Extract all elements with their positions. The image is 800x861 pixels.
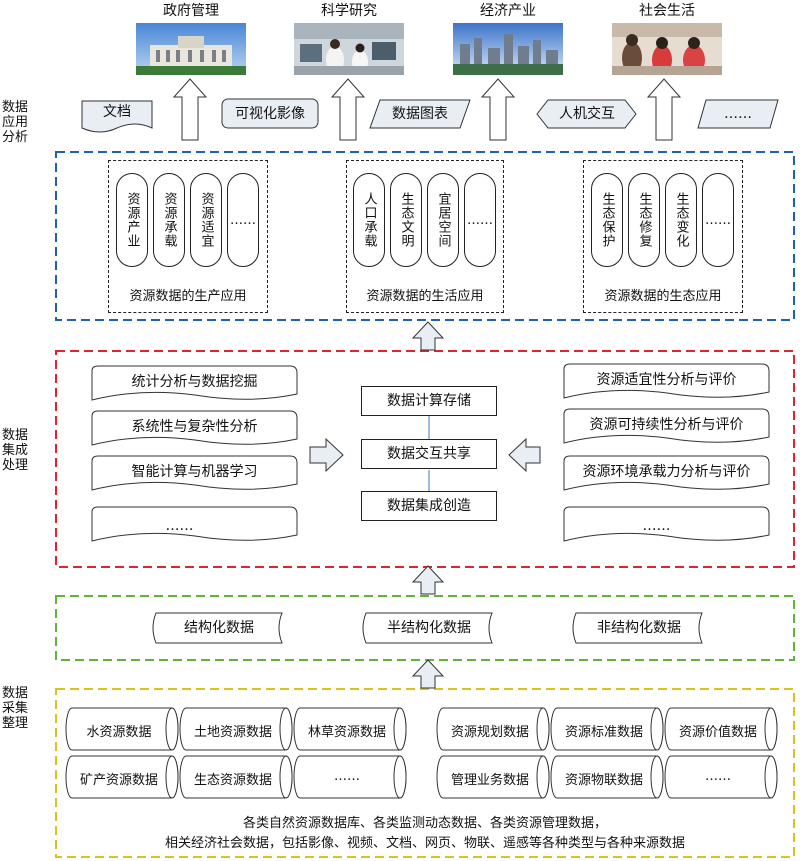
- application-item: 资源适宜: [190, 173, 222, 267]
- application-item: ……: [227, 173, 259, 267]
- collection-item: 资源标准数据: [564, 725, 643, 740]
- layer-up-arrows: [411, 321, 445, 689]
- integration-side-arrows: [309, 437, 541, 473]
- collection-drums: [65, 707, 778, 799]
- application-group-label: 资源数据的生产应用: [129, 289, 247, 304]
- collection-item: 管理业务数据: [450, 773, 529, 788]
- collection-item: 生态资源数据: [193, 773, 272, 788]
- integration-left-docs: [91, 365, 298, 542]
- integration-left-item: 系统性与复杂性分析: [131, 419, 258, 435]
- semi-structured-data-label: 半结构化数据: [387, 620, 471, 636]
- structured-data-label: 结构化数据: [184, 620, 254, 636]
- photo-label-industry: 经济产业: [480, 3, 536, 19]
- output-more: ……: [724, 106, 752, 122]
- integration-right-item: 资源适宜性分析与评价: [596, 372, 737, 388]
- integration-center-box: 数据计算存储: [361, 386, 497, 416]
- collection-item: ……: [334, 769, 360, 784]
- collection-item: 资源价值数据: [678, 725, 757, 740]
- collection-description-line1: 各类自然资源数据库、各类监测动态数据、各类资源管理数据，: [242, 816, 607, 831]
- structure-layer-frame: [55, 595, 795, 661]
- application-group-label: 资源数据的生态应用: [604, 289, 722, 304]
- application-item: ……: [702, 173, 734, 267]
- integration-right-item: 资源可持续性分析与评价: [589, 417, 744, 433]
- public-service-photo: [612, 23, 722, 75]
- application-item: ……: [464, 173, 496, 267]
- output-up-arrows: [172, 78, 682, 141]
- collection-item: 水资源数据: [86, 725, 152, 740]
- application-item: 生态保护: [591, 173, 623, 267]
- application-item: 资源承载: [153, 173, 185, 267]
- integration-center-box: 数据集成创造: [361, 491, 497, 521]
- layer-label-application: 数据应用分析: [2, 100, 29, 145]
- integration-center-box: 数据交互共享: [361, 439, 497, 469]
- layer-label-collection: 数据采集整理: [2, 686, 29, 731]
- application-group-label: 资源数据的生活应用: [366, 289, 484, 304]
- collection-item: 资源规划数据: [450, 725, 529, 740]
- application-group-production: 资源产业 资源承载 资源适宜 …… 资源数据的生产应用: [108, 160, 268, 313]
- application-item: 生态变化: [665, 173, 697, 267]
- output-shapes: [81, 98, 779, 133]
- collection-item: 资源物联数据: [564, 773, 643, 788]
- application-item: 宜居空间: [427, 173, 459, 267]
- collection-item: 矿产资源数据: [79, 773, 158, 788]
- application-item: 资源产业: [116, 173, 148, 267]
- integration-left-item: 统计分析与数据挖掘: [131, 374, 258, 390]
- city-industry-photo: [453, 23, 563, 75]
- application-layer-frame: [55, 151, 795, 321]
- application-item: 人口承载: [353, 173, 385, 267]
- integration-right-item: 资源环境承载力分析与评价: [582, 464, 751, 480]
- collection-description-line2: 相关经济社会数据，包括影像、视频、文档、网页、物联、遥感等各种类型与各种来源数据: [164, 836, 685, 851]
- photo-label-research: 科学研究: [321, 3, 377, 19]
- application-group-living: 人口承载 生态文明 宜居空间 …… 资源数据的生活应用: [346, 160, 504, 313]
- integration-left-item: 智能计算与机器学习: [131, 464, 258, 480]
- structure-shapes: [152, 612, 703, 644]
- application-group-ecology: 生态保护 生态修复 生态变化 …… 资源数据的生态应用: [583, 160, 743, 313]
- output-visual-imagery: 可视化影像: [235, 106, 305, 122]
- integration-right-item: ……: [642, 518, 671, 534]
- layer-label-integration: 数据集成处理: [2, 428, 29, 473]
- photo-label-social: 社会生活: [639, 3, 695, 19]
- unstructured-data-label: 非结构化数据: [597, 620, 681, 636]
- output-human-computer-interaction: 人机交互: [559, 106, 615, 122]
- integration-left-item: ……: [165, 518, 194, 534]
- collection-layer-frame: [55, 688, 795, 858]
- collection-item: 土地资源数据: [193, 725, 272, 740]
- laboratory-photo: [294, 23, 404, 75]
- integration-layer-frame: [55, 350, 795, 568]
- application-item: 生态文明: [390, 173, 422, 267]
- output-document: 文档: [103, 104, 131, 120]
- collection-item: ……: [705, 769, 731, 784]
- photo-label-government: 政府管理: [163, 3, 219, 19]
- output-data-charts: 数据图表: [392, 106, 448, 122]
- integration-right-docs: [563, 363, 770, 542]
- collection-item: 林草资源数据: [307, 725, 386, 740]
- application-item: 生态修复: [628, 173, 660, 267]
- government-building-photo: [136, 23, 246, 75]
